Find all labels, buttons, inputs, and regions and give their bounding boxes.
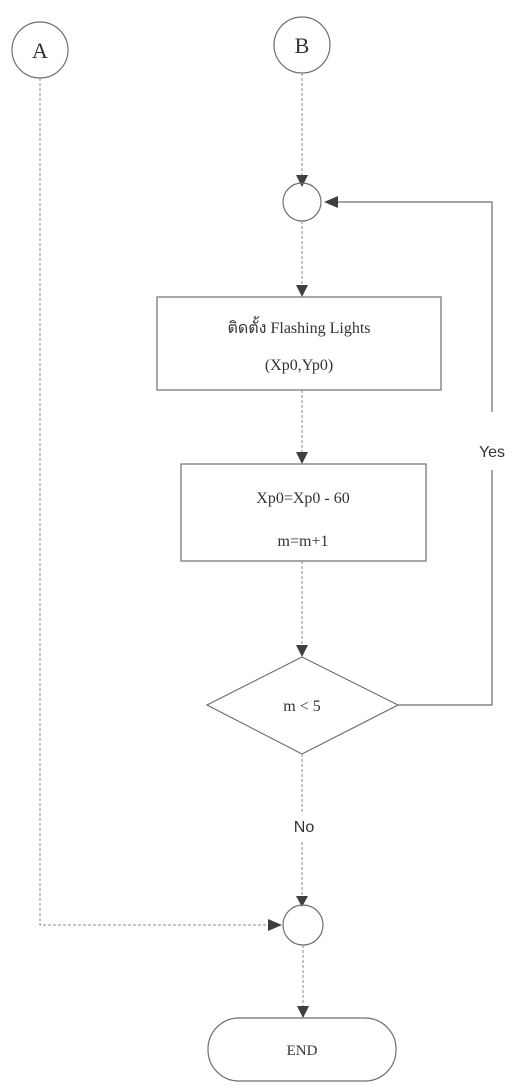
no-label: No <box>294 819 315 836</box>
arrowhead-yes-into-merge <box>324 196 338 208</box>
arrowhead-into-update <box>296 452 308 464</box>
connector-b: B <box>274 17 330 73</box>
flow-line-a-to-merge <box>40 78 268 925</box>
update-line2: m=m+1 <box>278 533 329 550</box>
process-install-lights: ติดตั้ง Flashing Lights (Xp0,Yp0) <box>157 297 441 390</box>
arrowhead-into-decision <box>296 645 308 657</box>
process-update-values: Xp0=Xp0 - 60 m=m+1 <box>181 464 426 561</box>
decision-condition: m < 5 <box>283 698 320 715</box>
install-line1: ติดตั้ง Flashing Lights <box>228 316 371 337</box>
merge-connector-top <box>283 183 321 221</box>
flow-line-yes-right <box>398 470 492 705</box>
merge-connector-bottom <box>283 905 323 945</box>
yes-label: Yes <box>479 444 505 461</box>
connector-b-label: B <box>295 33 310 58</box>
flow-line-yes-back-to-merge <box>338 202 492 412</box>
decision-m-less-than-5: m < 5 <box>207 657 398 754</box>
connector-a: A <box>12 22 68 78</box>
install-line2: (Xp0,Yp0) <box>265 357 333 374</box>
end-label: END <box>287 1043 318 1059</box>
arrowhead-into-merge <box>296 175 308 187</box>
update-line1: Xp0=Xp0 - 60 <box>256 490 349 507</box>
terminator-end: END <box>208 1018 396 1081</box>
arrowhead-into-end <box>297 1006 309 1018</box>
arrowhead-a-into-merge <box>268 919 282 931</box>
arrowhead-into-install <box>296 285 308 297</box>
connector-a-label: A <box>32 38 48 63</box>
